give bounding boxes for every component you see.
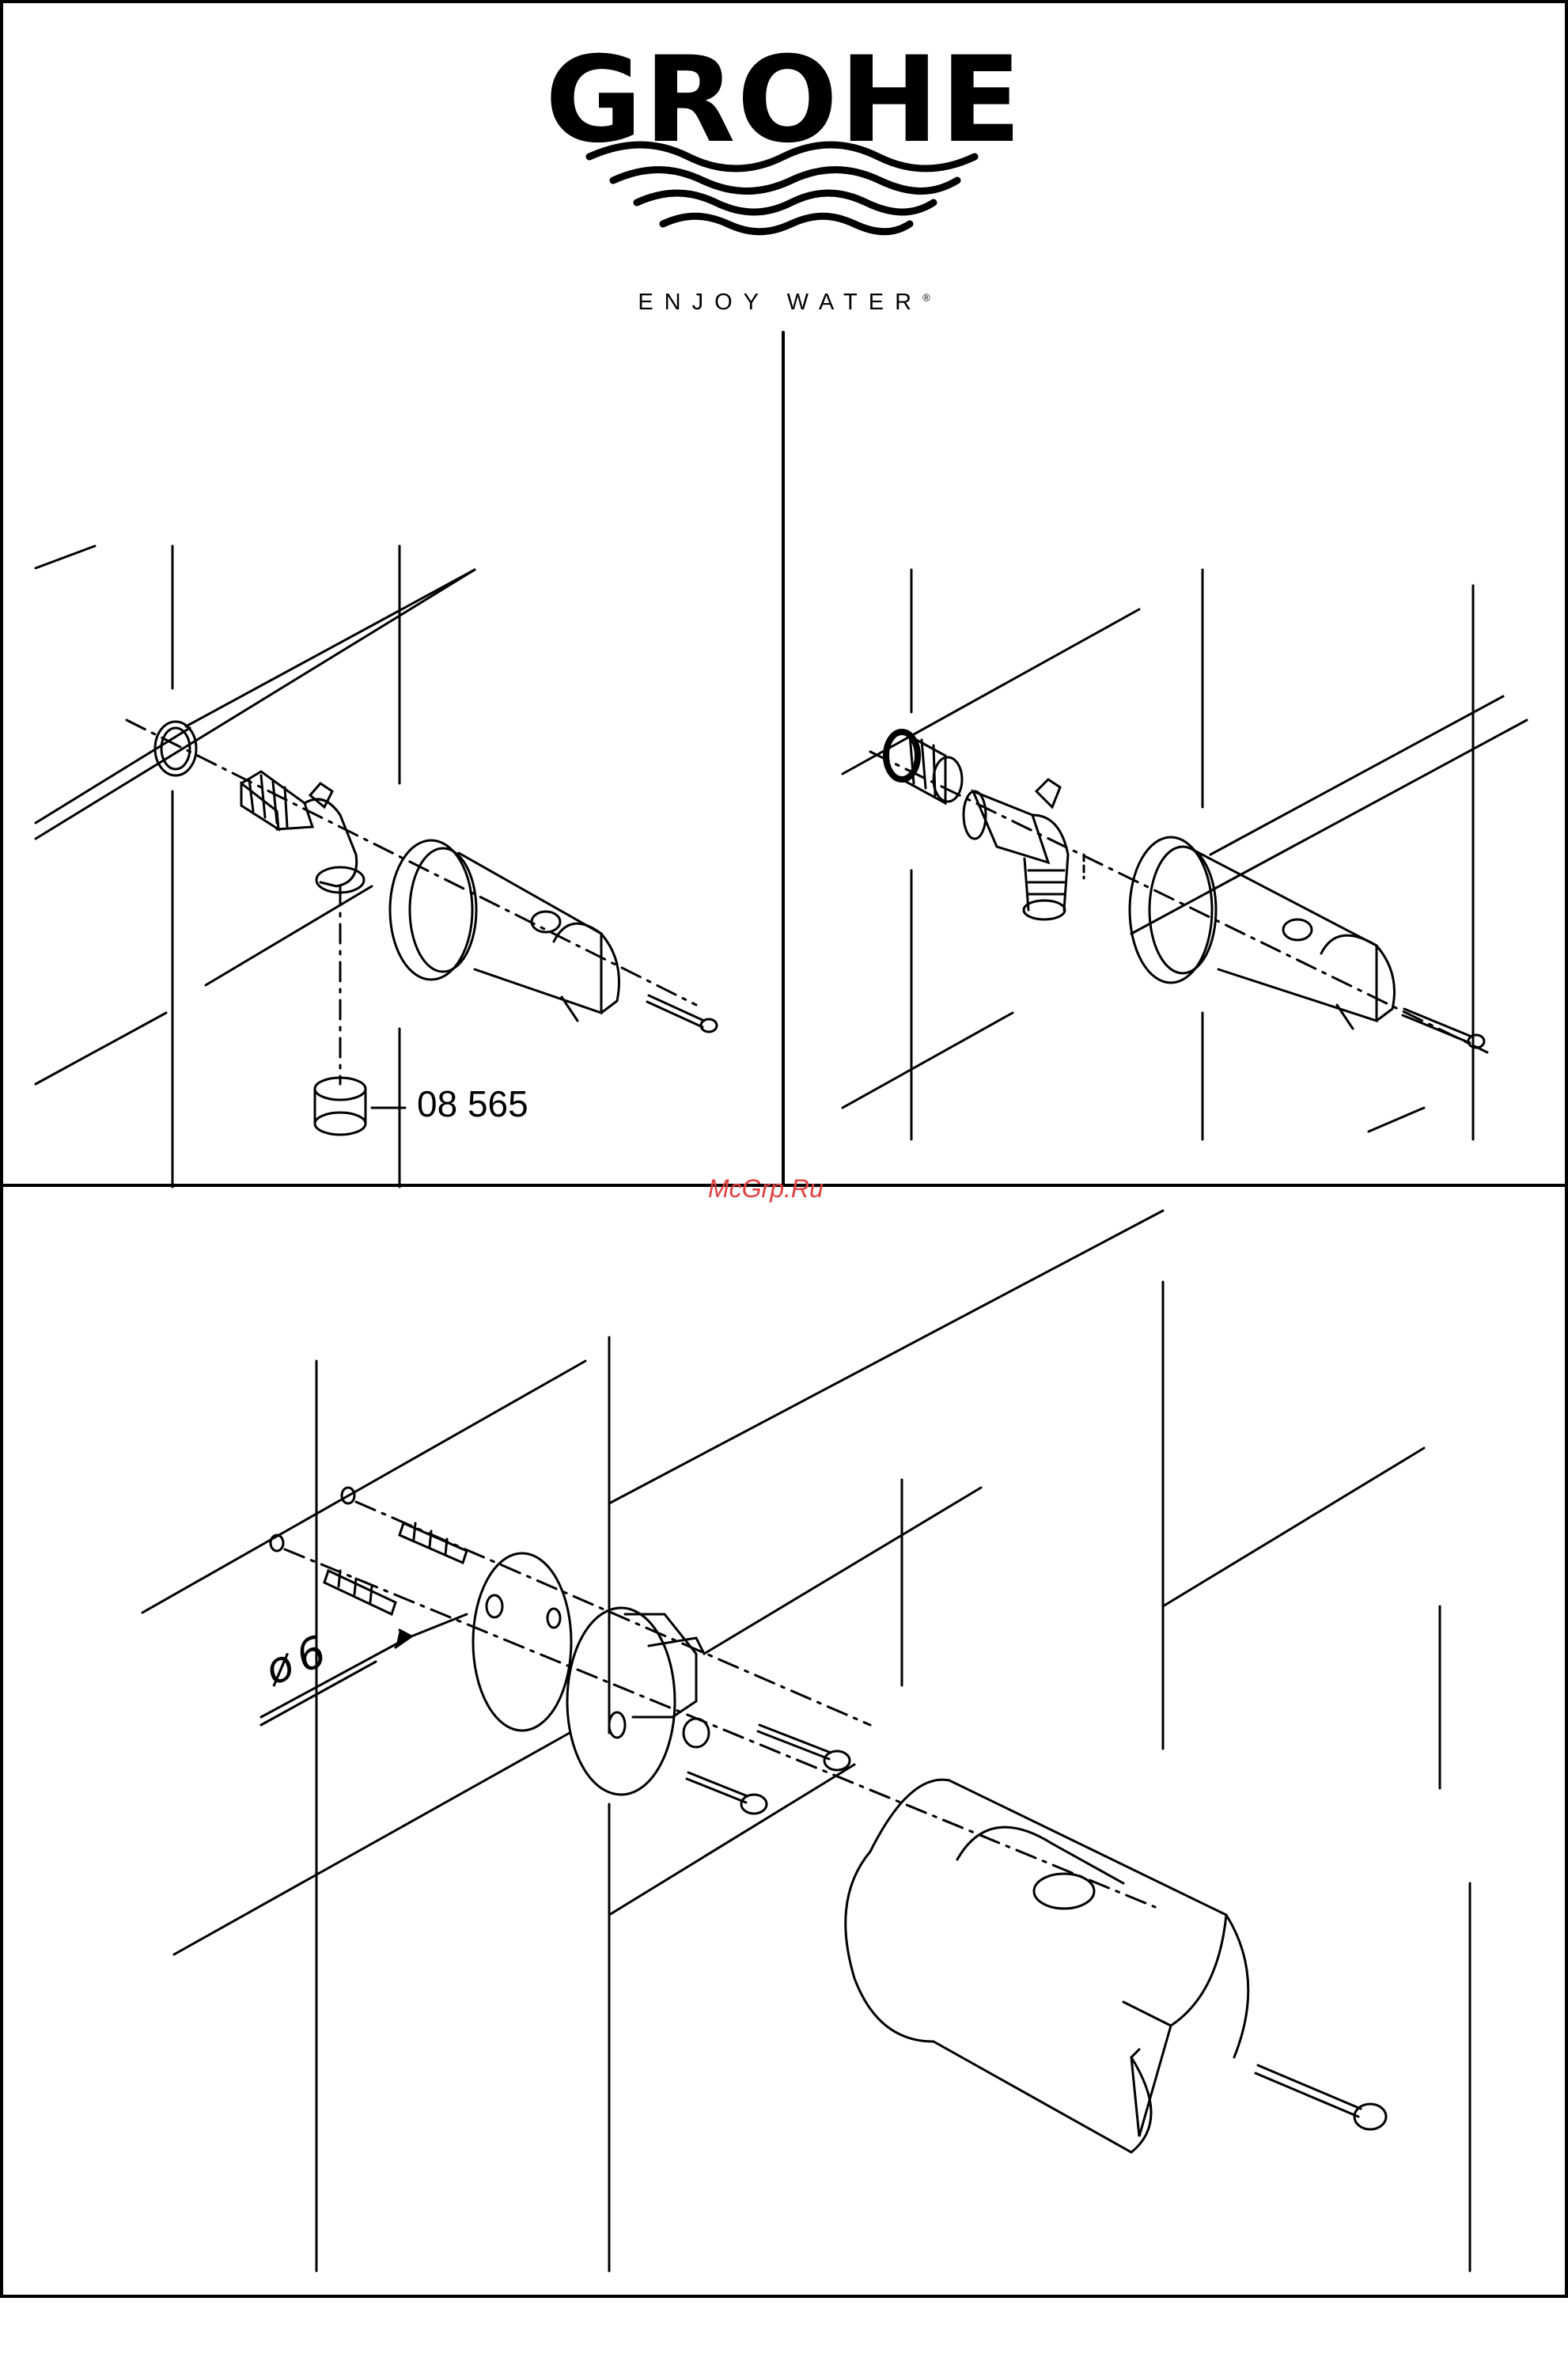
water-waves-logo — [589, 145, 975, 232]
tagline-text: ENJOY WATER — [638, 290, 922, 315]
fixing-screw — [647, 995, 717, 1032]
watermark-text: McGrp.Ru — [708, 1174, 824, 1204]
tile-grid-top-right — [843, 570, 1527, 1139]
flow-restrictor-part — [315, 1078, 405, 1135]
panel-top-right-drawing — [843, 570, 1527, 1139]
elbow-fitting-right — [964, 779, 1068, 919]
registered-mark: ® — [922, 291, 930, 303]
wall-flange-body — [390, 840, 619, 1021]
panel-bottom-drawing — [142, 1211, 1470, 2271]
part-number-label: 08 565 — [417, 1082, 528, 1125]
brand-tagline: ENJOY WATER® — [0, 290, 1568, 316]
mounting-plate — [473, 1553, 571, 1731]
mounting-bracket — [567, 1608, 709, 1795]
wall-flange-body-right — [1130, 837, 1395, 1029]
panel-borders — [0, 2, 1568, 2296]
wall-plug-1 — [324, 1571, 396, 1614]
panel-top-left-drawing — [36, 546, 717, 1187]
holder-screw — [1256, 2065, 1386, 2129]
elbow-fitting — [241, 771, 364, 893]
tile-grid-top-left — [36, 546, 475, 1187]
wall-plug-2 — [400, 1523, 467, 1563]
shower-holder-body — [846, 1780, 1248, 2152]
bracket-screw-2 — [687, 1772, 767, 1814]
tile-grid-bottom — [142, 1211, 1470, 2271]
